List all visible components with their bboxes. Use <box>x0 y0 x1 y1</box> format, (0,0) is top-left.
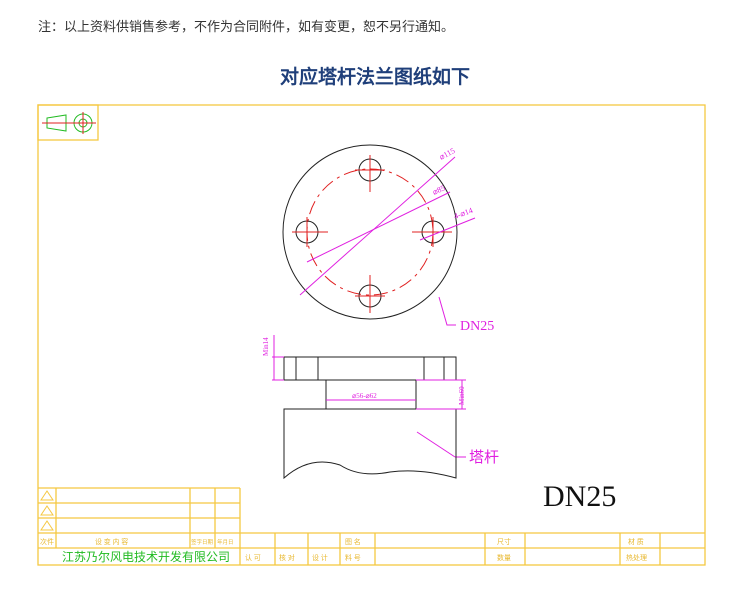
dim-bore: ⌀56-⌀62 <box>352 392 377 400</box>
big-dn-label: DN25 <box>543 480 616 513</box>
company-name: 江苏乃尔风电技术开发有限公司 <box>62 549 230 564</box>
rev-content-header: 设 变 内 容 <box>95 537 128 546</box>
dim-outer-diameter: ⌀115 <box>438 146 457 162</box>
drawing-name-label: 图 名 <box>345 537 361 546</box>
flange-side-view <box>272 335 466 480</box>
part-no-label: 料 号 <box>345 553 361 562</box>
material-label: 材 质 <box>628 537 644 546</box>
rev-sign-header: 签字日期 <box>191 538 214 546</box>
design-label: 设 计 <box>312 553 328 562</box>
heat-treatment-label: 热处理 <box>626 553 647 562</box>
dim-bolt-holes: 4-⌀14 <box>453 206 474 221</box>
rev-header: 次件 <box>40 537 54 546</box>
flange-label: DN25 <box>460 319 494 334</box>
size-label: 尺寸 <box>497 537 511 546</box>
projection-symbol-box <box>37 104 99 141</box>
warning-triangle-icon <box>40 490 54 531</box>
check-label: 核 对 <box>279 553 295 562</box>
approve-label: 认 可 <box>245 553 261 562</box>
drawing-frame <box>37 104 706 566</box>
dim-thickness: Min14 <box>262 337 270 356</box>
projection-symbol-icon <box>42 112 96 134</box>
rev-date-header: 年月日 <box>217 538 234 546</box>
quantity-label: 数量 <box>497 553 511 562</box>
disclaimer-note: 注：以上资料供销售参考，不作为合同附件，如有变更，恕不另行通知。 <box>38 20 455 35</box>
tower-label: 塔杆 <box>469 449 499 466</box>
flange-top-view <box>282 144 476 458</box>
section-title: 对应塔杆法兰图纸如下 <box>279 66 470 88</box>
